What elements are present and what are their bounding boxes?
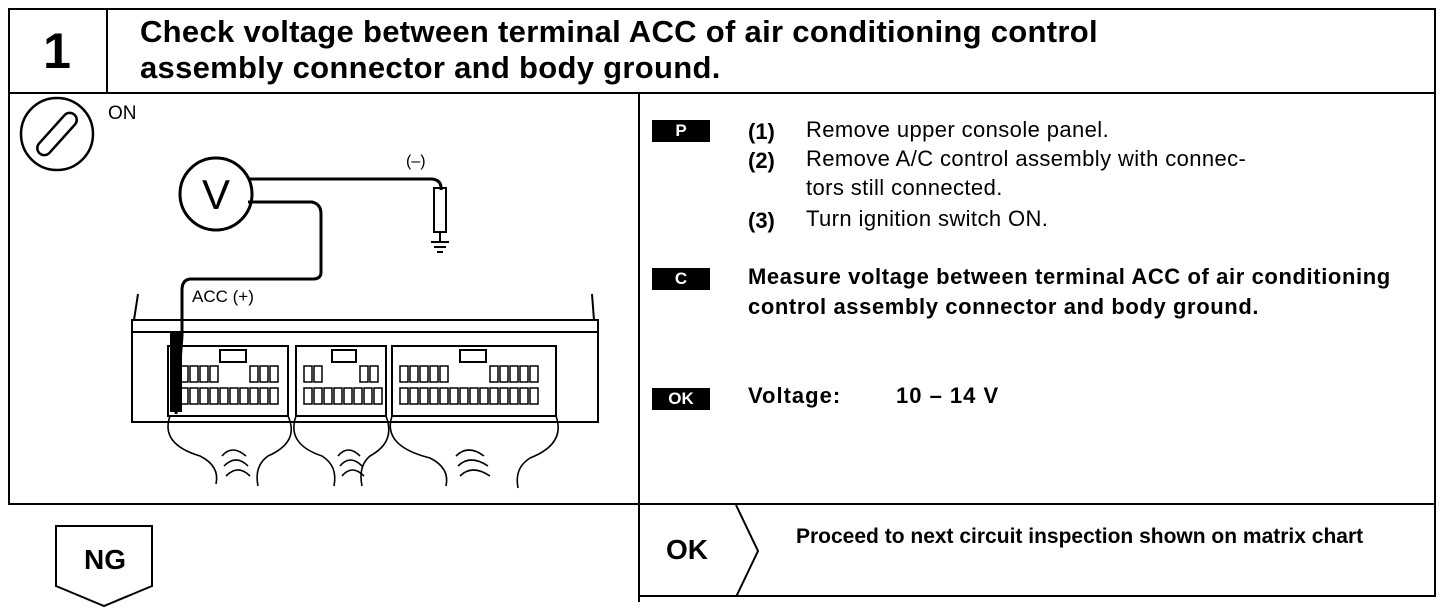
check-instruction-text: Measure voltage between terminal ACC of … <box>748 264 1391 319</box>
ng-result-label: NG <box>84 544 126 575</box>
step-header <box>8 8 1436 94</box>
ignition-state-label: ON <box>108 103 137 124</box>
check-tag-badge: C <box>652 268 710 290</box>
negative-lead-wire <box>250 177 443 191</box>
voltage-spec-value: 10 – 14 V <box>896 383 1000 408</box>
column-divider <box>638 92 640 602</box>
positive-probe-icon <box>170 332 182 412</box>
prep-step-1-text: Remove upper console panel. <box>806 117 1110 142</box>
step-title-line-1: Check voltage between terminal ACC of ai… <box>140 14 1098 49</box>
negative-probe-icon <box>433 187 447 242</box>
voltage-spec-label: Voltage: <box>748 383 842 408</box>
prep-step-2-text: Remove A/C control assembly with connec- <box>806 146 1247 171</box>
ok-result-bottom-line <box>638 595 1436 597</box>
ignition-key-icon <box>19 96 95 172</box>
ng-result-arrow <box>55 525 153 608</box>
step-title: Check voltage between terminal ACC of ai… <box>140 14 1410 86</box>
voltmeter-icon: V <box>178 156 254 232</box>
ok-result-arrow <box>735 505 760 597</box>
ok-result-right-border <box>1434 505 1436 597</box>
step-number: 1 <box>8 8 108 94</box>
ok-result-text: Proceed to next circuit inspection shown… <box>796 525 1364 548</box>
ground-symbol-icon <box>431 241 449 253</box>
wire-harness-3 <box>389 415 559 489</box>
prep-step-2-number: (2) <box>748 148 775 173</box>
step-body-frame <box>8 92 1436 505</box>
prep-step-1-number: (1) <box>748 119 775 144</box>
prep-step-3-number: (3) <box>748 208 775 233</box>
step-title-line-2: assembly connector and body ground. <box>140 50 721 85</box>
ac-control-assembly <box>131 293 599 423</box>
wiring-diagram: ON V (–) ACC (+) <box>19 96 599 489</box>
prep-step-2-text-cont: tors still connected. <box>806 175 1003 200</box>
connector-2 <box>295 345 387 417</box>
positive-lead-wire <box>174 200 323 415</box>
prep-tag-badge: P <box>652 120 710 142</box>
negative-probe-label: (–) <box>406 153 426 170</box>
positive-terminal-label: ACC (+) <box>192 287 254 306</box>
prep-step-3-text: Turn ignition switch ON. <box>806 206 1049 231</box>
ok-tag-badge: OK <box>652 388 710 410</box>
connector-1 <box>167 345 289 417</box>
voltmeter-symbol: V <box>202 171 230 218</box>
wire-harness-2 <box>293 415 390 487</box>
wire-harness-1 <box>167 415 293 487</box>
connector-3 <box>391 345 557 417</box>
ok-result-label: OK <box>666 534 708 565</box>
